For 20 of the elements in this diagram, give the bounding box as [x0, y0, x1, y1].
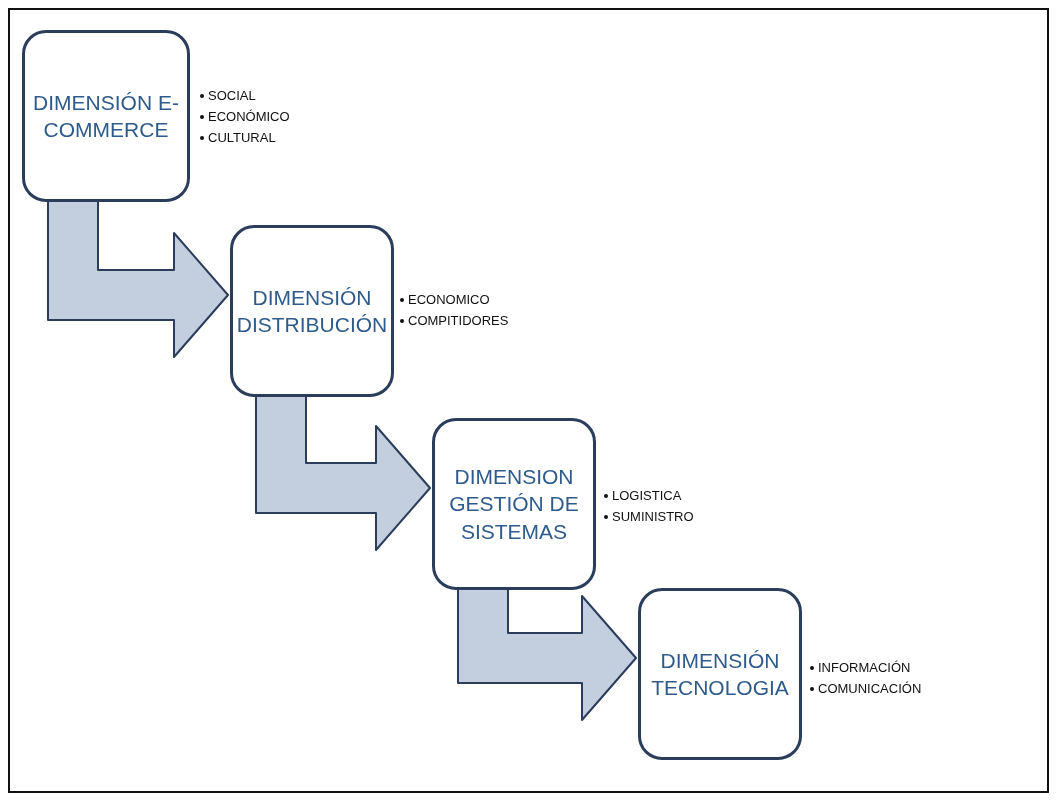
rounded-box [22, 30, 190, 202]
box-title: DIMENSION GESTIÓN DE SISTEMAS [448, 464, 580, 545]
bullet-item: INFORMACIÓN [818, 660, 911, 675]
rounded-box [432, 418, 596, 590]
bullet-item: SOCIAL [208, 88, 256, 103]
box-title: DIMENSIÓN TECNOLOGIA [650, 647, 790, 701]
box-title: DIMENSIÓN DISTRIBUCIÓN [236, 284, 388, 338]
bullet-item: SUMINISTRO [612, 509, 694, 524]
block-arrow [47, 199, 229, 358]
block-arrow [457, 587, 637, 721]
bullet-item: COMPITIDORES [408, 313, 509, 328]
bullet-item: CULTURAL [208, 130, 276, 145]
bullet-item: COMUNICACIÓN [818, 681, 922, 696]
rounded-box [638, 588, 802, 760]
box-title: DIMENSIÓN E-COMMERCE [32, 89, 180, 143]
rounded-box [230, 225, 394, 397]
bullet-item: LOGISTICA [612, 488, 682, 503]
bullet-item: ECONOMICO [408, 292, 490, 307]
block-arrow [255, 394, 431, 551]
bullet-item: ECONÓMICO [208, 109, 290, 124]
